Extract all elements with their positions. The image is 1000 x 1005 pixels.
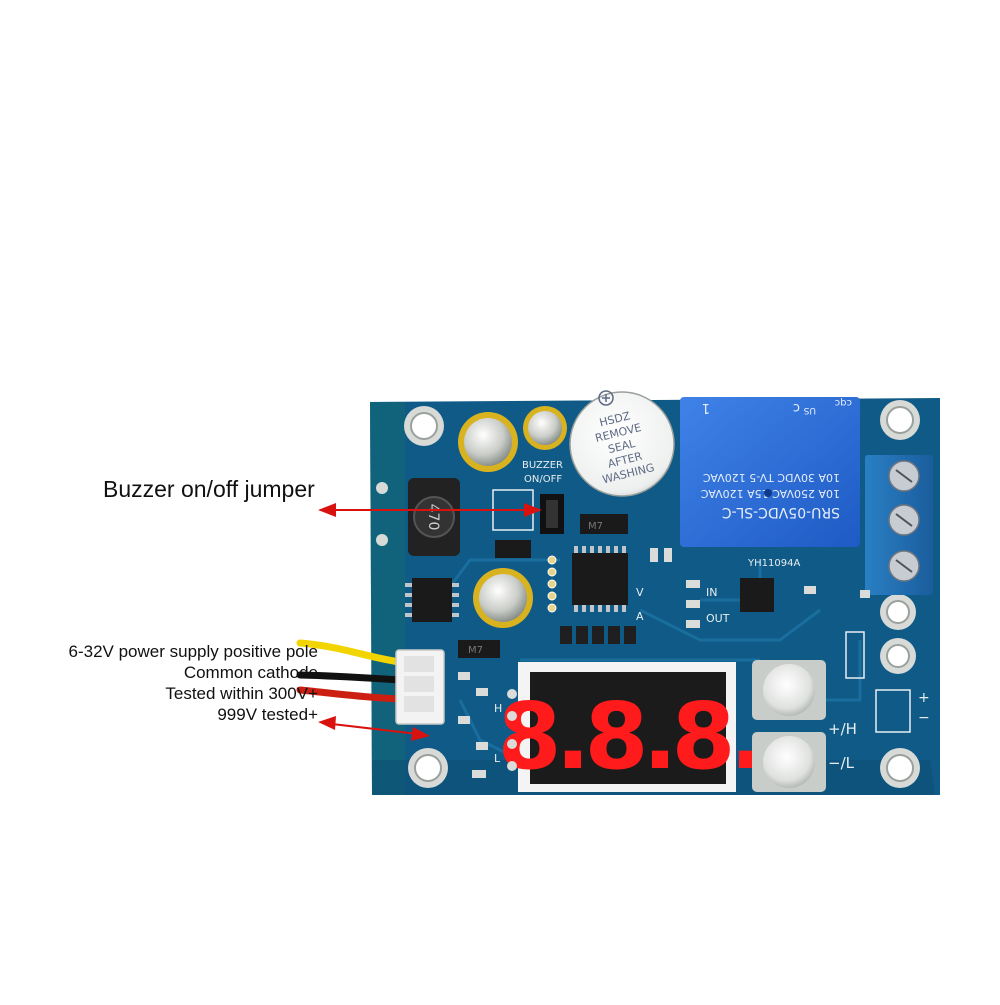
button-label-minus-l: −/L: [828, 754, 855, 772]
capacitor-large: [458, 412, 518, 472]
terminal-sign-plus: +: [918, 690, 930, 706]
seven-segment-display: 8.8.8.: [498, 662, 764, 792]
pin-label-out: OUT: [706, 612, 730, 625]
relay-rating-2: 10A 30VDC TV-5 120VAC: [703, 471, 840, 484]
relay-mark-cqc: cqc: [835, 397, 852, 408]
smd-parts: [458, 548, 870, 778]
side-label-h: H: [494, 702, 502, 715]
callout-common-cathode: Common cathode: [183, 663, 318, 682]
terminal-sign-minus: −: [918, 710, 930, 726]
button-minus-l: −/L: [752, 732, 855, 792]
pin-label-a: A: [636, 610, 644, 623]
header-pins: [547, 555, 557, 613]
annotation-arrows: [318, 503, 542, 741]
pin-label-in: IN: [706, 586, 717, 599]
diode-2: M7: [458, 640, 500, 658]
terminal-outline: [875, 689, 911, 733]
capacitor-small: [523, 406, 567, 450]
microcontroller-ic: [572, 546, 628, 612]
callout-buzzer-jumper: Buzzer on/off jumper: [103, 476, 315, 502]
side-label-l: L: [494, 752, 501, 765]
arrow-999v-right-head: [411, 727, 430, 741]
smd-component: [495, 540, 531, 558]
terminal-signs: + −: [918, 690, 930, 726]
optocoupler-ic: [740, 578, 774, 612]
buzzer-jumper: BUZZER ON/OFF: [492, 460, 564, 534]
arrow-buzzer-right-head: [524, 503, 542, 517]
model-silk: YH11094A: [747, 558, 800, 569]
inductor: 470: [408, 478, 460, 556]
relay-model: SRU-05VDC-SL-C: [722, 504, 840, 520]
regulator-ic: [405, 578, 459, 622]
buzzer: HSDZ REMOVE SEAL AFTER WASHING: [569, 390, 675, 497]
capacitor-mid: [473, 568, 533, 628]
callout-tested-999v: 999V tested+: [217, 705, 318, 724]
wire-yellow: [296, 639, 404, 666]
relay: SRU-05VDC-SL-C 10A 250VAC 15A 120VAC 10A…: [680, 397, 860, 569]
callout-power-positive: 6-32V power supply positive pole: [68, 642, 318, 661]
display-readout: 8.8.8.: [498, 683, 759, 790]
diode2-label: M7: [468, 645, 483, 656]
inductor-label: 470: [425, 504, 441, 531]
pin-label-v: V: [636, 586, 644, 599]
buzzer-silk-1: BUZZER: [522, 460, 563, 471]
relay-mark-1: 1: [702, 400, 710, 415]
relay-mark-us: US: [803, 405, 816, 415]
led-pads: [507, 689, 517, 771]
diode: M7: [580, 514, 628, 534]
wire-harness: [296, 639, 445, 725]
screw-terminal: [865, 455, 933, 595]
button-label-plus-h: +/H: [828, 720, 857, 738]
terminal-silkscreen: [845, 631, 865, 679]
diode-label: M7: [588, 521, 603, 532]
arrow-999v-line: [331, 723, 419, 735]
buzzer-silk-2: ON/OFF: [524, 474, 562, 485]
button-plus-h: +/H: [752, 660, 857, 738]
callout-tested-300v: Tested within 300V+: [165, 684, 318, 703]
wire-red: [296, 686, 404, 703]
smd-array: [560, 626, 636, 644]
arrow-buzzer-left-head: [318, 503, 336, 517]
arrow-999v-left-head: [318, 716, 336, 730]
wire-black: [296, 671, 404, 684]
relay-mark-c: c: [793, 400, 800, 415]
mounting-holes: [376, 400, 920, 788]
pin-labels: V A IN OUT H L: [494, 586, 730, 765]
